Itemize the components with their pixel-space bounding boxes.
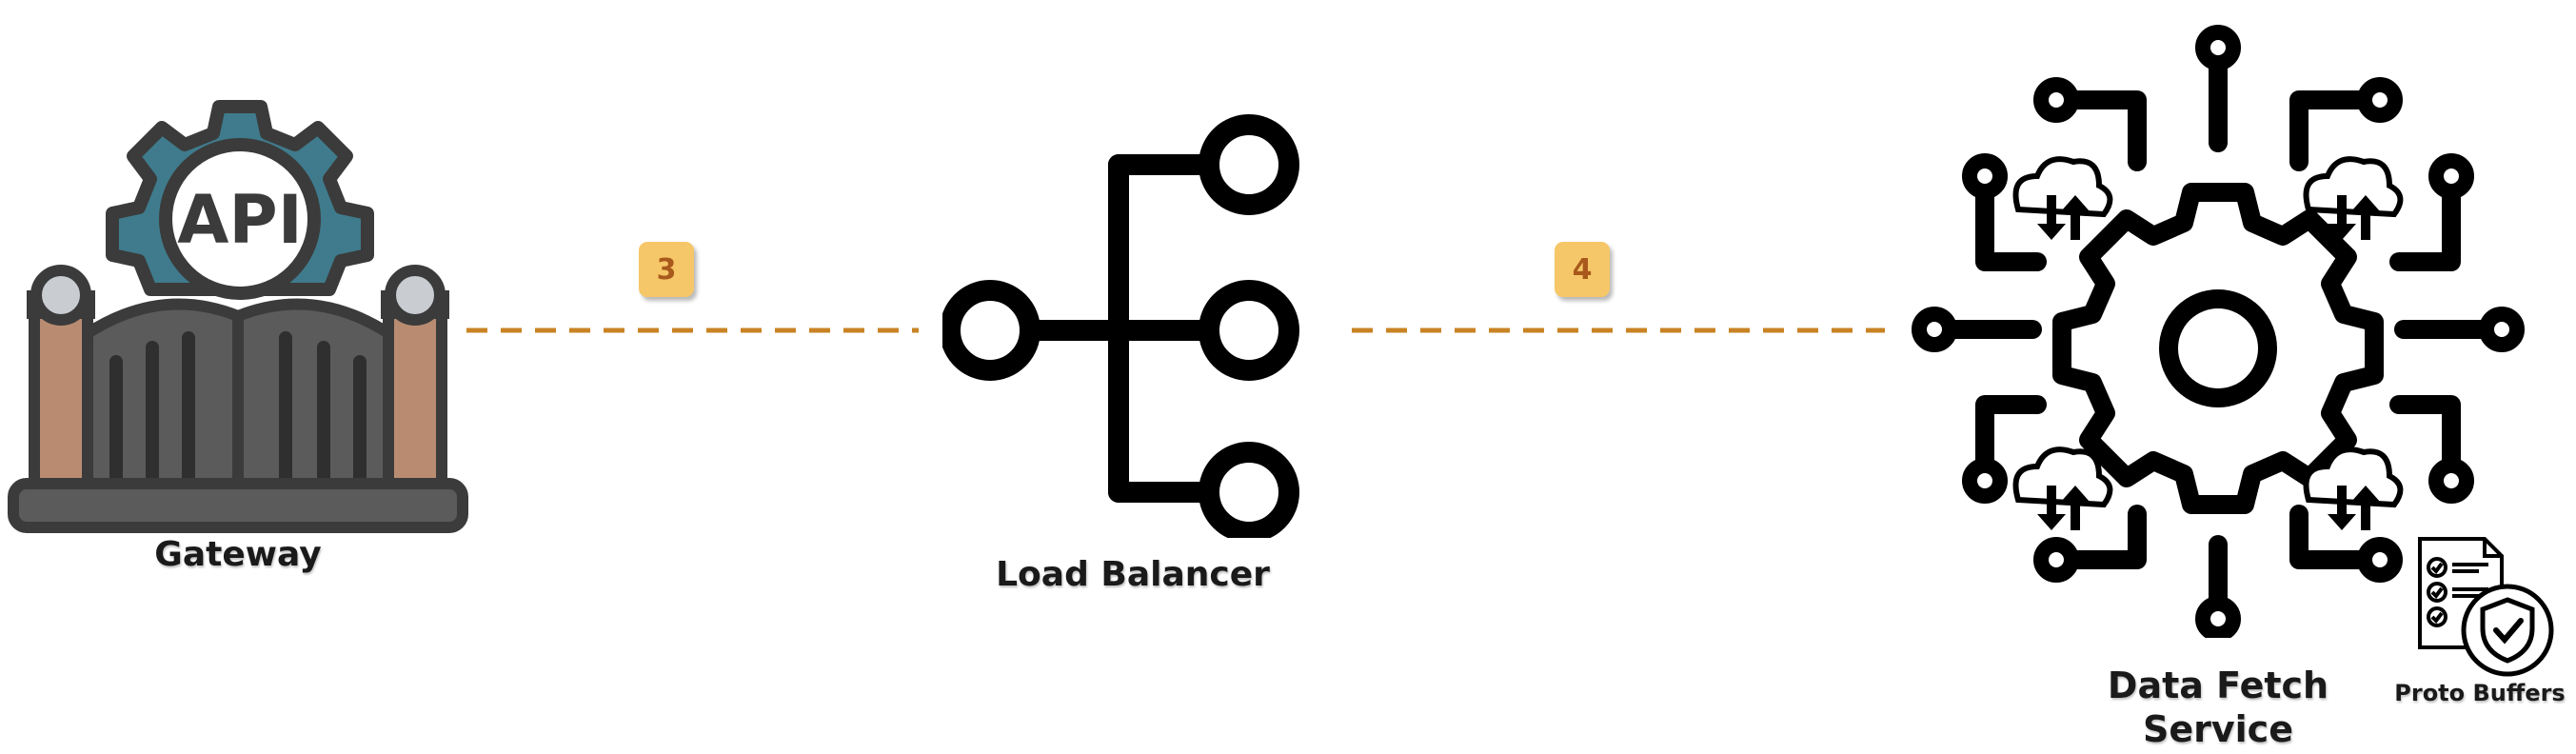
- data-fetch-label-line2: Service: [2143, 708, 2293, 750]
- api-gateway-icon: API: [8, 100, 468, 553]
- step-badge-4: 4: [1555, 242, 1610, 297]
- load-balancer-label: Load Balancer: [996, 555, 1270, 594]
- load-balancer-node[interactable]: [940, 100, 1323, 543]
- gear-circuit-icon: [1912, 25, 2525, 642]
- data-fetch-label-line1: Data Fetch: [2107, 665, 2329, 706]
- gateway-api-text: API: [177, 181, 303, 259]
- load-balancer-icon: [940, 114, 1299, 543]
- step-badge-4-text: 4: [1572, 252, 1593, 287]
- step-badge-3-text: 3: [656, 252, 677, 287]
- checklist-shield-icon: [2418, 537, 2554, 677]
- gateway-node[interactable]: API: [0, 57, 476, 553]
- step-badge-3: 3: [639, 242, 694, 297]
- proto-buffers-node[interactable]: [2408, 533, 2570, 685]
- proto-buffers-label: Proto Buffers: [2394, 680, 2566, 706]
- gateway-label: Gateway: [154, 535, 322, 574]
- data-fetch-node[interactable]: [1904, 19, 2532, 642]
